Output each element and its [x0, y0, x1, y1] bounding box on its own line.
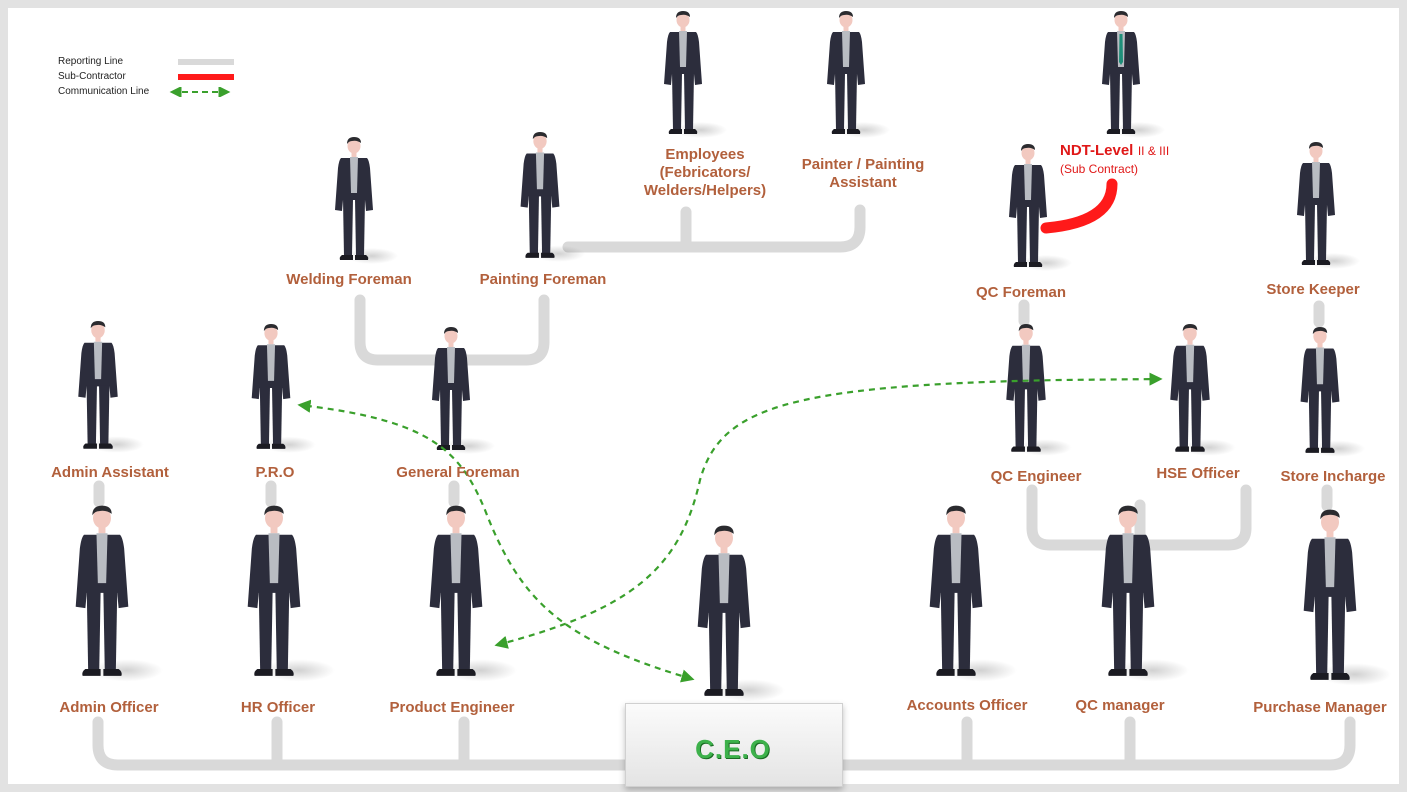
legend-reporting-swatch	[178, 58, 234, 65]
role-label-employees: Employees(Febricators/Welders/Helpers)	[644, 146, 766, 200]
role-text: Purchase Manager	[1253, 699, 1387, 716]
role-label-hr-officer: HR Officer	[241, 699, 315, 717]
person-icon-pro	[251, 323, 316, 453]
role-label-store-keeper: Store Keeper	[1266, 281, 1359, 299]
role-label-qc-foreman: QC Foreman	[976, 284, 1066, 302]
role-label-welding-foreman: Welding Foreman	[286, 271, 412, 289]
role-text: Product Engineer	[389, 699, 515, 716]
person-icon-general-foreman	[432, 327, 495, 454]
role-text: General Foreman	[396, 464, 520, 481]
sub-contractor-line	[1040, 178, 1118, 234]
person-icon-hr-officer	[247, 505, 335, 682]
role-text: Store Incharge	[1280, 468, 1386, 485]
role-text: Welding Foreman	[286, 271, 412, 288]
person-icon-admin-assistant	[78, 320, 144, 453]
role-text: Store Keeper	[1266, 281, 1360, 298]
role-label-purchase-manager: Purchase Manager	[1253, 699, 1386, 717]
role-label-qc-engineer: QC Engineer	[991, 468, 1082, 486]
communication-lines	[297, 372, 1163, 683]
role-text: HSE Officer	[1156, 465, 1240, 482]
comm-line-product-hse	[494, 372, 1163, 649]
person-icon-store-keeper	[1297, 142, 1360, 269]
person-icon-store-incharge	[1300, 326, 1366, 457]
ceo-label: C.E.O	[695, 734, 771, 764]
person-icon-qc-engineer	[1006, 323, 1072, 456]
person-icon-painting-foreman	[520, 131, 586, 262]
role-text: Painting Foreman	[479, 271, 607, 288]
ndt-levels: II & III	[1137, 144, 1170, 158]
role-text: QC Foreman	[975, 284, 1067, 301]
person-icon-ndt-technician	[1102, 11, 1165, 138]
person-icon-qc-foreman	[1009, 144, 1072, 271]
legend-row-communication: Communication Line	[58, 84, 236, 99]
role-label-qc-manager: QC manager	[1075, 697, 1164, 715]
person-icon-accounts-officer	[929, 505, 1017, 682]
person-icon-product-engineer	[429, 505, 517, 682]
legend-subcontractor-label: Sub-Contractor	[58, 71, 126, 82]
role-text: Accounts Officer	[906, 697, 1028, 714]
legend-subcontractor-swatch	[178, 73, 234, 80]
role-label-painting-foreman: Painting Foreman	[480, 271, 607, 289]
ndt-title: NDT-Level	[1060, 142, 1134, 159]
role-label-store-incharge: Store Incharge	[1280, 468, 1385, 486]
legend-row-subcontractor: Sub-Contractor	[58, 69, 236, 84]
person-icon-hse-officer	[1170, 323, 1236, 456]
person-icon-welding-foreman	[335, 137, 398, 264]
role-label-admin-assistant: Admin Assistant	[51, 464, 169, 482]
person-icon-ceo	[697, 525, 785, 702]
role-label-pro: P.R.O	[256, 464, 295, 482]
legend-row-reporting: Reporting Line	[58, 54, 236, 69]
legend-reporting-label: Reporting Line	[58, 56, 124, 67]
person-icon-employees	[664, 11, 727, 138]
role-text: Admin Assistant	[51, 464, 169, 481]
reporting-lines	[92, 204, 1356, 771]
legend: Reporting Line Sub-Contractor Communicat…	[58, 54, 236, 99]
role-text: HR Officer	[240, 699, 316, 716]
role-text: QC Engineer	[990, 468, 1082, 485]
role-label-admin-officer: Admin Officer	[59, 699, 158, 717]
ceo-podium	[625, 703, 843, 787]
legend-communication-label: Communication Line	[58, 86, 150, 97]
person-icon-admin-officer	[75, 505, 163, 682]
role-label-hse-officer: HSE Officer	[1156, 465, 1239, 483]
role-text: Employees(Febricators/Welders/Helpers)	[643, 146, 767, 199]
role-text: QC manager	[1075, 697, 1165, 714]
person-icon-purchase-manager	[1303, 509, 1391, 686]
reporting-line-painting-bracket	[562, 204, 866, 253]
role-label-general-foreman: General Foreman	[396, 464, 519, 482]
role-label-product-engineer: Product Engineer	[389, 699, 514, 717]
comm-line-ceo-pro	[297, 399, 695, 683]
legend-communication-swatch	[169, 86, 231, 97]
role-text: P.R.O	[255, 464, 295, 481]
ndt-subcontract-label: NDT-Level II & III (Sub Contract)	[1060, 142, 1169, 178]
role-text: Admin Officer	[59, 699, 159, 716]
person-icon-painter	[827, 11, 890, 138]
ndt-note: (Sub Contract)	[1060, 162, 1139, 176]
role-label-accounts-officer: Accounts Officer	[907, 697, 1028, 715]
